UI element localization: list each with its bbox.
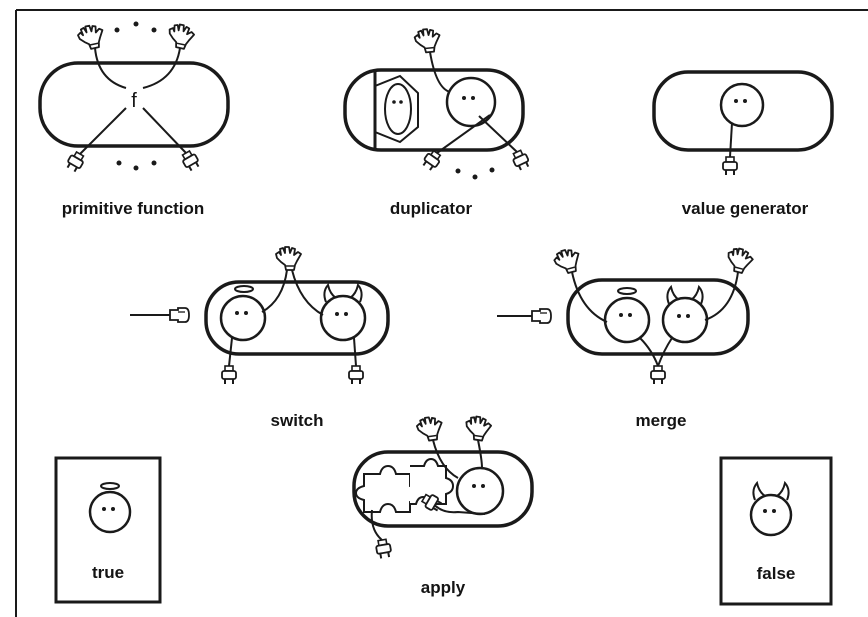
devil-face-icon xyxy=(661,284,709,344)
hand-glove-icon xyxy=(165,21,197,52)
angel-face-icon xyxy=(219,285,267,342)
plug-connector-icon xyxy=(509,148,532,173)
generator-face xyxy=(719,82,765,128)
label-duplicator: duplicator xyxy=(390,199,473,218)
label-switch: switch xyxy=(271,411,324,430)
apply-node: apply xyxy=(352,414,534,597)
plug-connector-icon xyxy=(722,156,738,176)
label-false: false xyxy=(757,564,796,583)
duplicator-node: duplicator xyxy=(343,27,532,218)
switch-node: switch xyxy=(130,246,390,430)
plug-connector-icon xyxy=(221,365,237,385)
ellipsis-dots-bottom xyxy=(116,160,157,171)
speaker-icon xyxy=(374,74,419,144)
hand-glove-icon xyxy=(415,414,445,443)
devil-face-icon xyxy=(749,480,793,537)
plug-connector-icon xyxy=(650,365,666,385)
plug-connector-icon xyxy=(531,308,552,324)
apply-face xyxy=(455,466,505,516)
label-primitive-function: primitive function xyxy=(62,199,205,218)
devil-face-icon xyxy=(319,282,367,342)
hand-glove-icon xyxy=(75,22,107,52)
hand-glove-icon xyxy=(413,27,442,55)
hand-glove-icon xyxy=(551,246,584,277)
hand-glove-icon xyxy=(723,245,756,276)
primitive-function-node: f primitive function xyxy=(38,21,230,218)
merge-node: merge xyxy=(497,245,756,430)
plug-connector-icon xyxy=(178,148,203,174)
angel-face-icon xyxy=(603,287,651,344)
hand-glove-icon xyxy=(275,246,302,271)
true-value-box: true xyxy=(54,456,162,604)
plug-connector-icon xyxy=(374,537,394,560)
ellipsis-dots-top xyxy=(114,21,157,33)
hand-glove-icon xyxy=(463,414,493,443)
plug-connector-icon xyxy=(348,365,364,385)
ellipsis-dots-duplicator xyxy=(455,167,495,180)
label-merge: merge xyxy=(635,411,686,430)
jigsaw-puzzle-icon xyxy=(354,457,455,513)
function-symbol: f xyxy=(131,90,137,112)
plug-connector-icon xyxy=(169,307,190,323)
label-value-generator: value generator xyxy=(682,199,809,218)
false-value-box: false xyxy=(719,456,833,606)
duplicator-face xyxy=(445,76,497,128)
angel-face-icon xyxy=(88,482,132,534)
plug-connector-icon xyxy=(63,149,88,175)
value-generator-node: value generator xyxy=(652,70,834,218)
label-true: true xyxy=(92,563,124,582)
label-apply: apply xyxy=(421,578,466,597)
